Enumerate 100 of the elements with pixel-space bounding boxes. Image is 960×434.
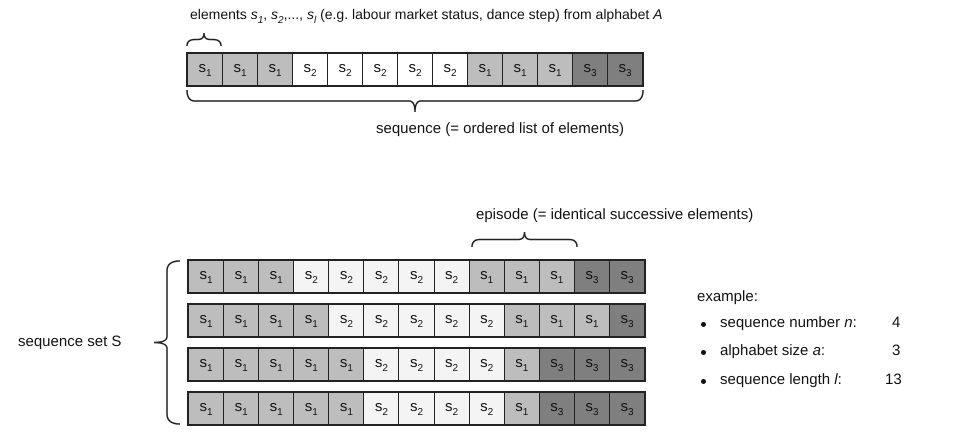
element-symbol: s$_{1}$ (515, 355, 528, 374)
element-symbol: s$_{1}$ (304, 399, 318, 418)
element-cell (608, 54, 642, 85)
element-cell (329, 393, 364, 424)
element-symbol: s$_{1}$ (200, 267, 213, 286)
annotation: sequence (= ordered list of elements) (376, 120, 624, 138)
element-cell (470, 305, 505, 336)
element-symbol: s$_{3}$ (620, 355, 634, 374)
element-symbol: s$_{1}$ (234, 399, 248, 418)
heading: example: (697, 288, 758, 306)
element-cell (259, 349, 294, 380)
element-symbol: s$_{1}$ (340, 399, 353, 418)
element-symbol: s$_{1}$ (304, 355, 318, 374)
element-symbol: s$_{3}$ (583, 60, 597, 79)
sequence-bar (187, 303, 646, 338)
element-cell (364, 261, 400, 292)
element-symbol: s$_{2}$ (408, 60, 422, 79)
element-symbol: s$_{1}$ (270, 267, 283, 286)
parameter-value: 3 (892, 342, 900, 360)
element-cell (573, 54, 608, 85)
element-symbol: s$_{2}$ (410, 311, 424, 330)
element-symbol: s$_{3}$ (550, 399, 564, 418)
element-symbol: s$_{2}$ (374, 355, 388, 374)
element-symbol: s$_{1}$ (550, 267, 564, 286)
annotation: elements s$_{1}$, s$_{2}$,..., s$_{l}$ (e.g. labour market status, dance step) from alphabet A (190, 6, 662, 27)
element-symbol: s$_{2}$ (480, 311, 494, 330)
element-cell (610, 349, 644, 380)
element-cell (503, 54, 538, 85)
element-symbol: s$_{3}$ (585, 355, 598, 374)
element-symbol: s$_{1}$ (513, 60, 527, 79)
element-cell (399, 393, 435, 424)
element-symbol: s$_{3}$ (618, 60, 632, 79)
element-cell (434, 261, 470, 292)
element-symbol: s$_{2}$ (340, 311, 353, 330)
element-cell (259, 261, 294, 292)
element-symbol: s$_{1}$ (304, 311, 318, 330)
element-cell (610, 261, 644, 292)
element-cell (574, 349, 610, 380)
element-cell (538, 54, 573, 85)
element-symbol: s$_{2}$ (374, 267, 388, 286)
element-cell (224, 393, 260, 424)
element-cell (470, 349, 505, 380)
element-cell (223, 54, 258, 85)
element-symbol: s$_{1}$ (548, 60, 562, 79)
element-symbol: s$_{2}$ (340, 267, 353, 286)
element-cell (364, 393, 400, 424)
element-cell (504, 349, 540, 380)
element-cell (259, 305, 294, 336)
element-cell (294, 305, 330, 336)
element-cell (189, 305, 224, 336)
annotation: sequence set S (18, 333, 122, 351)
element-symbol: s$_{3}$ (585, 267, 598, 286)
element-symbol: s$_{3}$ (620, 267, 634, 286)
element-cell (224, 305, 260, 336)
element-symbol: s$_{1}$ (270, 399, 283, 418)
element-symbol: s$_{2}$ (445, 311, 458, 330)
element-cell (189, 393, 224, 424)
element-cell (188, 54, 223, 85)
element-symbol: s$_{1}$ (515, 399, 528, 418)
element-symbol: s$_{2}$ (480, 399, 494, 418)
element-cell (574, 393, 610, 424)
element-symbol: s$_{3}$ (585, 399, 598, 418)
element-symbol: s$_{2}$ (303, 60, 317, 79)
element-symbol: s$_{2}$ (445, 267, 458, 286)
element-symbol: s$_{1}$ (515, 267, 528, 286)
element-cell (294, 349, 330, 380)
element-cell (574, 305, 610, 336)
element-symbol: s$_{1}$ (478, 60, 492, 79)
parameter-value: 4 (892, 314, 900, 332)
sequence-bar (186, 52, 644, 87)
element-symbol: s$_{1}$ (585, 311, 598, 330)
element-cell (329, 349, 364, 380)
element-cell (364, 305, 400, 336)
element-cell (504, 261, 540, 292)
element-cell (399, 349, 435, 380)
element-cell (540, 305, 575, 336)
element-symbol: s$_{2}$ (443, 60, 457, 79)
element-symbol: s$_{3}$ (550, 355, 564, 374)
element-cell (189, 261, 224, 292)
element-symbol: s$_{2}$ (445, 399, 458, 418)
parameter-name: alphabet size a: (720, 342, 826, 360)
element-symbol: s$_{2}$ (374, 311, 388, 330)
element-symbol: s$_{1}$ (270, 311, 283, 330)
element-symbol: s$_{1}$ (550, 311, 564, 330)
element-cell (329, 261, 364, 292)
sequence-bar (187, 391, 646, 426)
element-symbol: s$_{2}$ (410, 267, 424, 286)
element-cell (224, 349, 260, 380)
element-cell (258, 54, 293, 85)
element-cell (468, 54, 503, 85)
parameter-name: sequence number n: (720, 314, 857, 332)
element-cell (399, 305, 435, 336)
element-cell (470, 261, 505, 292)
element-symbol: s$_{2}$ (304, 267, 318, 286)
element-cell (399, 261, 435, 292)
element-symbol: s$_{1}$ (200, 355, 213, 374)
element-symbol: s$_{2}$ (373, 60, 387, 79)
element-cell (189, 349, 224, 380)
element-cell (224, 261, 260, 292)
element-symbol: s$_{1}$ (515, 311, 528, 330)
